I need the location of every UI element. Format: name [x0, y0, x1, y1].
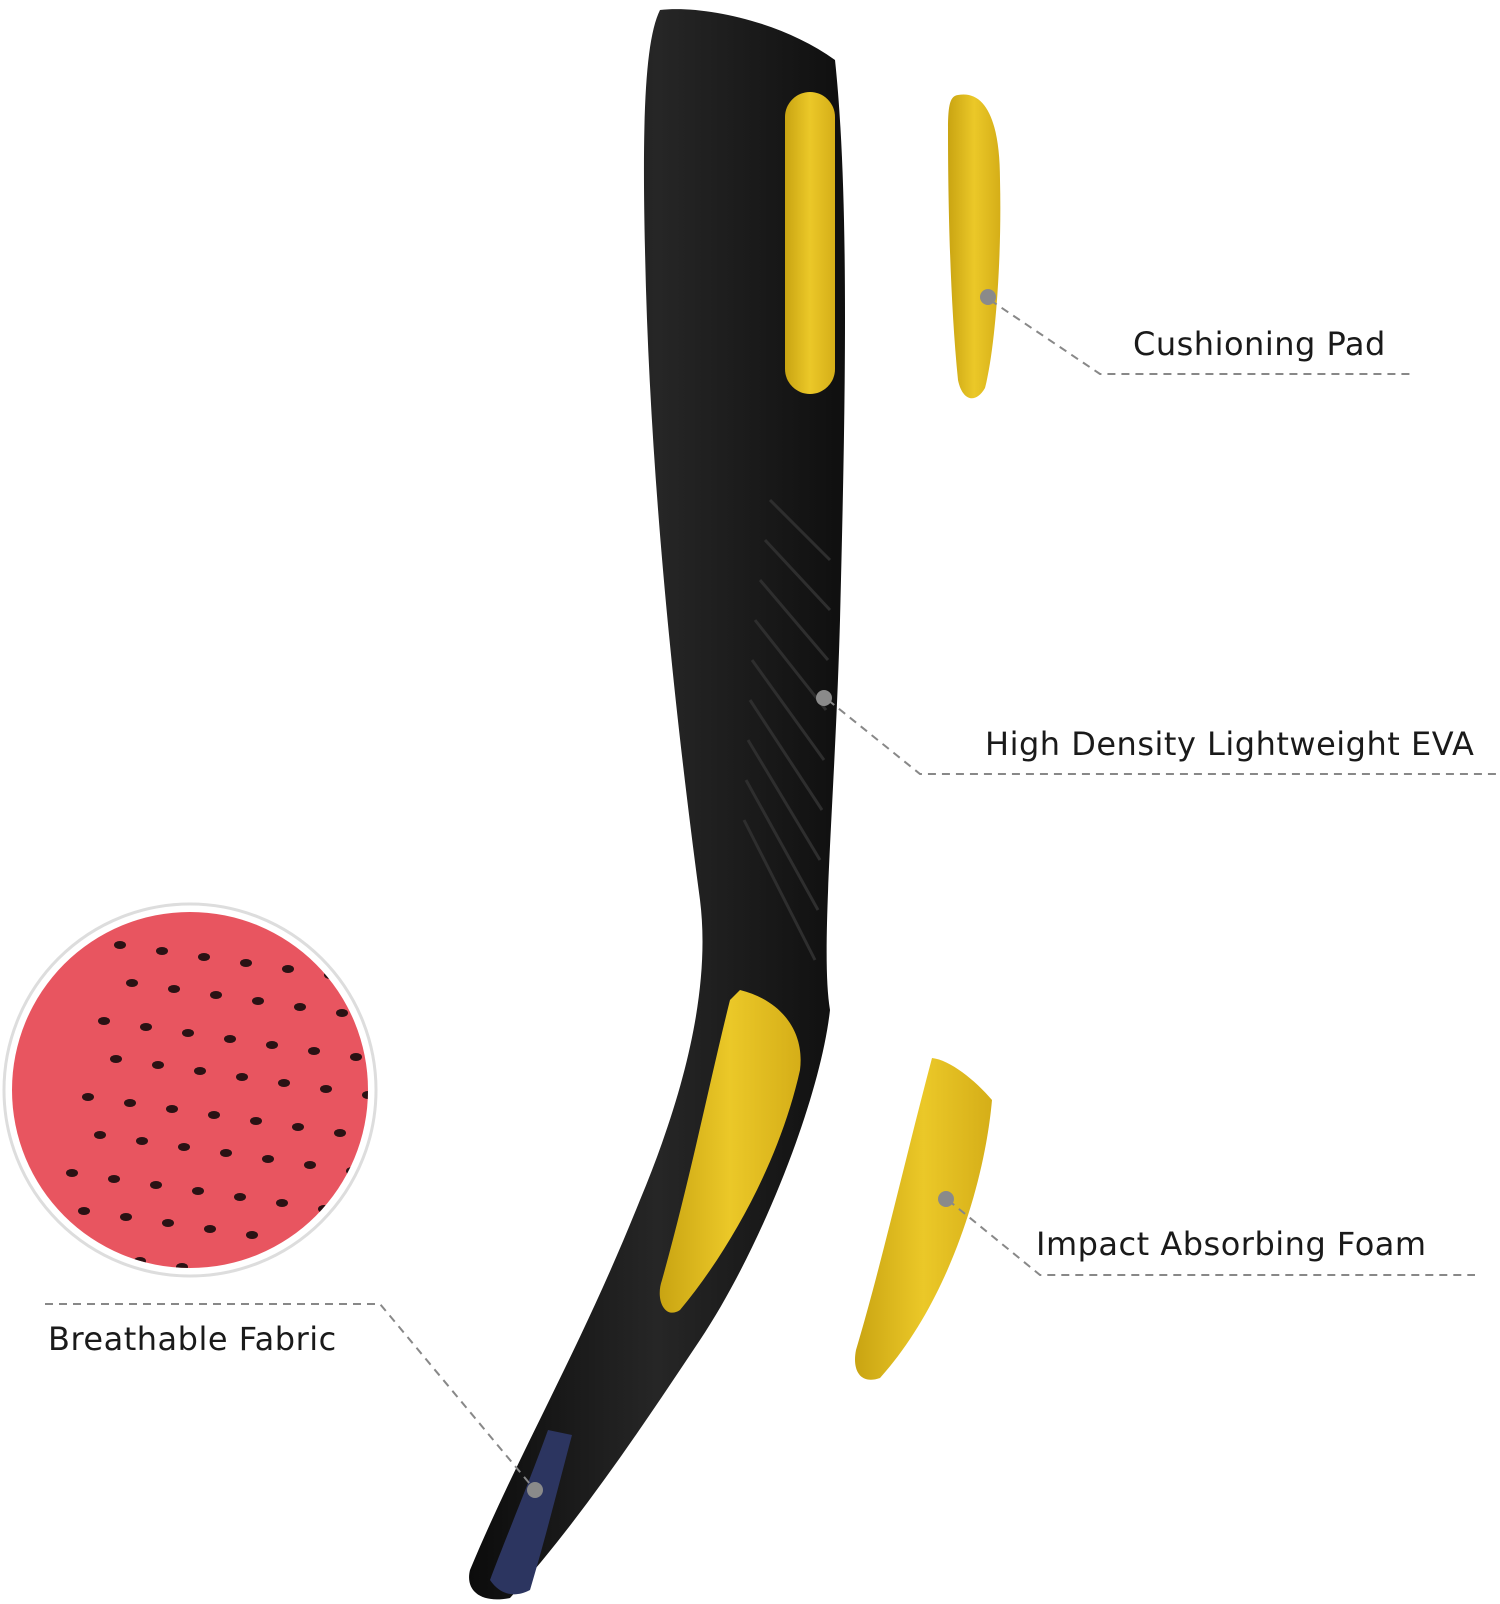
perforation-hole	[150, 1181, 162, 1189]
perforation-hole	[192, 1187, 204, 1195]
perforation-hole	[156, 947, 168, 955]
perforation-hole	[224, 1035, 236, 1043]
perforation-hole	[362, 1091, 368, 1099]
perforation-hole	[210, 991, 222, 999]
perforation-hole	[204, 1225, 216, 1233]
perforation-hole	[344, 1287, 356, 1295]
perforation-hole	[246, 1231, 258, 1239]
perforation-hole	[182, 1029, 194, 1037]
perforation-hole	[236, 1073, 248, 1081]
perforation-hole	[240, 959, 252, 967]
perforation-hole	[360, 1211, 368, 1219]
insole-body	[469, 9, 845, 1600]
perforation-hole	[334, 1129, 346, 1137]
leader-lines	[45, 299, 1500, 1491]
perforation-hole	[302, 1281, 314, 1289]
perforation-hole	[250, 1117, 262, 1125]
perforation-hole	[252, 997, 264, 1005]
perforation-hole	[282, 965, 294, 973]
arch-texture	[742, 498, 832, 961]
perforation-hole	[392, 1059, 404, 1067]
perforation-hole	[260, 1275, 272, 1283]
label-eva: High Density Lightweight EVA	[985, 725, 1475, 763]
perforation-hole	[234, 1193, 246, 1201]
perforation-hole	[220, 1149, 232, 1157]
perforation-hole	[126, 979, 138, 987]
perforation-hole	[162, 1219, 174, 1227]
perforation-hole	[124, 1099, 136, 1107]
perforation-hole	[152, 1061, 164, 1069]
label-cushioning-pad: Cushioning Pad	[1133, 325, 1386, 363]
perforation-hole	[178, 1143, 190, 1151]
perforation-hole	[108, 1175, 120, 1183]
perforation-hole	[294, 1003, 306, 1011]
perforation-hole	[376, 1135, 388, 1143]
callout-dots	[527, 289, 996, 1498]
perforation-hole	[330, 1243, 342, 1251]
perforation-hole	[166, 1105, 178, 1113]
perforation-hole	[278, 1079, 290, 1087]
fabric-tip	[490, 1430, 572, 1595]
perforation-hole	[194, 1067, 206, 1075]
label-breathable-fabric: Breathable Fabric	[48, 1320, 337, 1358]
perforation-hole	[198, 953, 210, 961]
perforation-hole	[140, 1023, 152, 1031]
perforation-hole	[168, 985, 180, 993]
perforation-hole	[320, 1085, 332, 1093]
label-impact-foam: Impact Absorbing Foam	[1036, 1225, 1427, 1263]
perforation-hole	[94, 1131, 106, 1139]
perforation-hole	[176, 1263, 188, 1268]
perforation-hole	[208, 1111, 220, 1119]
perforation-hole	[420, 1021, 432, 1029]
perforation-hole	[350, 1053, 362, 1061]
perforation-hole	[366, 977, 368, 985]
perforation-hole	[136, 1137, 148, 1145]
cushioning-pad	[948, 94, 1001, 399]
perforation-hole	[262, 1155, 274, 1163]
perforation-hole	[378, 1015, 390, 1023]
perforation-hole	[114, 941, 126, 949]
perforation-hole	[120, 1213, 132, 1221]
forefoot-pad-embedded	[659, 990, 801, 1313]
perforation-hole	[336, 1009, 348, 1017]
heel-pad-embedded	[785, 92, 835, 394]
perforation-hole	[266, 1041, 278, 1049]
perforation-hole	[276, 1199, 288, 1207]
perforation-hole	[308, 1047, 320, 1055]
fabric-zoom-detail	[12, 912, 432, 1295]
perforation-hole	[292, 1123, 304, 1131]
perforation-hole	[304, 1161, 316, 1169]
perforation-hole	[110, 1055, 122, 1063]
perforation-hole	[82, 1093, 94, 1101]
perforation-hole	[66, 1169, 78, 1177]
perforation-hole	[404, 1097, 416, 1105]
perforation-hole	[408, 983, 420, 991]
perforation-hole	[98, 1017, 110, 1025]
perforation-hole	[78, 1207, 90, 1215]
impact-foam-pad	[855, 1058, 992, 1380]
perforation-hole	[388, 1173, 400, 1181]
perforation-hole	[50, 1245, 62, 1253]
perforation-hole	[372, 1249, 384, 1257]
